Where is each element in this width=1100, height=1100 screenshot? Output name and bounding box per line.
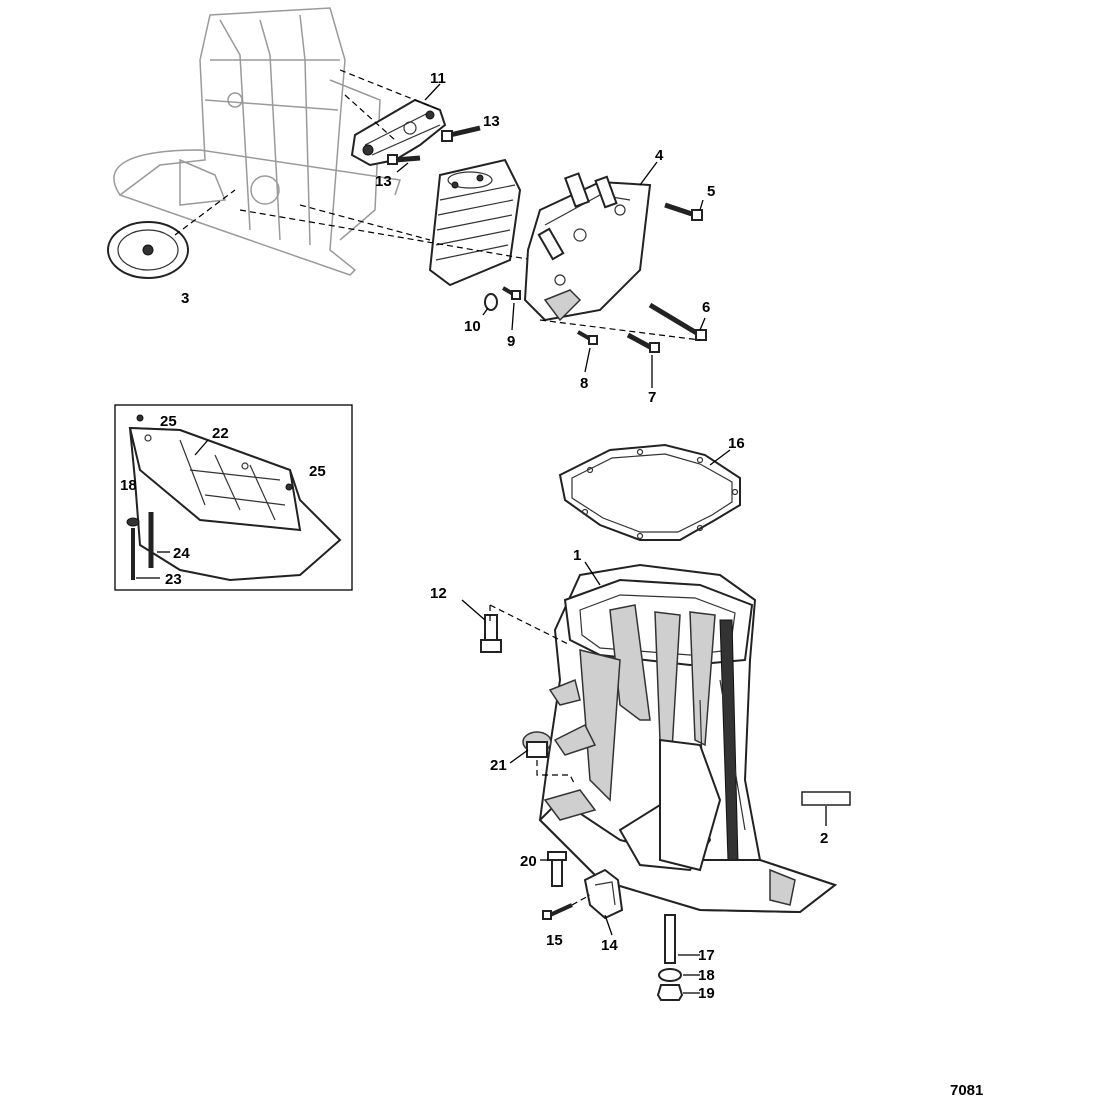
callout-13a: 13: [483, 113, 500, 130]
callout-15: 15: [546, 932, 563, 949]
callout-8: 8: [580, 375, 588, 392]
diagram-code: 7081: [950, 1082, 984, 1099]
part-18-washer: [658, 968, 700, 982]
part-1-driveshaft-housing: [538, 561, 838, 914]
callout-18b: 18: [120, 477, 137, 494]
callout-3: 3: [181, 290, 189, 307]
part-3-anode-disc: [107, 189, 236, 279]
part-19-nut: [656, 984, 700, 1001]
part-16-gasket: [558, 443, 741, 541]
part-13-bolts: [339, 69, 481, 173]
part-6-bolt: [648, 302, 707, 341]
callout-25b: 25: [309, 463, 326, 480]
part-5-bolt: [664, 199, 704, 221]
part-17-stud: [664, 914, 700, 964]
part-9-bolt: [501, 286, 521, 331]
callout-17: 17: [698, 947, 715, 964]
part-2-label: [801, 791, 851, 826]
part-20-screw: [540, 851, 567, 887]
callout-9: 9: [507, 333, 515, 350]
callout-21: 21: [490, 757, 507, 774]
part-15-screw: [542, 894, 591, 920]
part-12-bolt: [461, 599, 571, 653]
callout-13b: 13: [375, 173, 392, 190]
callout-20: 20: [520, 853, 537, 870]
callout-5: 5: [707, 183, 715, 200]
callout-19: 19: [698, 985, 715, 1002]
part-8-bolt: [577, 330, 598, 373]
part-7-bolt: [626, 332, 660, 388]
callout-labels: 1 2 3 4 5 6 7 8 9 10 11 12 13 13 14 15 1…: [120, 70, 828, 1002]
part-4-adapter-plate: [523, 161, 658, 322]
callout-1: 1: [573, 547, 581, 564]
callout-6: 6: [702, 299, 710, 316]
part-14-clamp: [583, 868, 624, 936]
callout-12: 12: [430, 585, 447, 602]
part-21-plug: [509, 731, 576, 786]
callout-18a: 18: [698, 967, 715, 984]
part-11-bracket-assembly: [350, 83, 447, 167]
callout-2: 2: [820, 830, 828, 847]
callout-11: 11: [430, 70, 446, 87]
callout-7: 7: [648, 389, 656, 406]
callout-4: 4: [655, 147, 664, 164]
callout-10: 10: [464, 318, 481, 335]
callout-14: 14: [601, 937, 618, 954]
inset-detail-box: [114, 404, 353, 591]
callout-22: 22: [212, 425, 229, 442]
callout-24: 24: [173, 545, 190, 562]
exhaust-plate: [239, 158, 546, 287]
part-10-washer: [482, 293, 701, 341]
callout-25a: 25: [160, 413, 177, 430]
callout-23: 23: [165, 571, 182, 588]
callout-16: 16: [728, 435, 745, 452]
